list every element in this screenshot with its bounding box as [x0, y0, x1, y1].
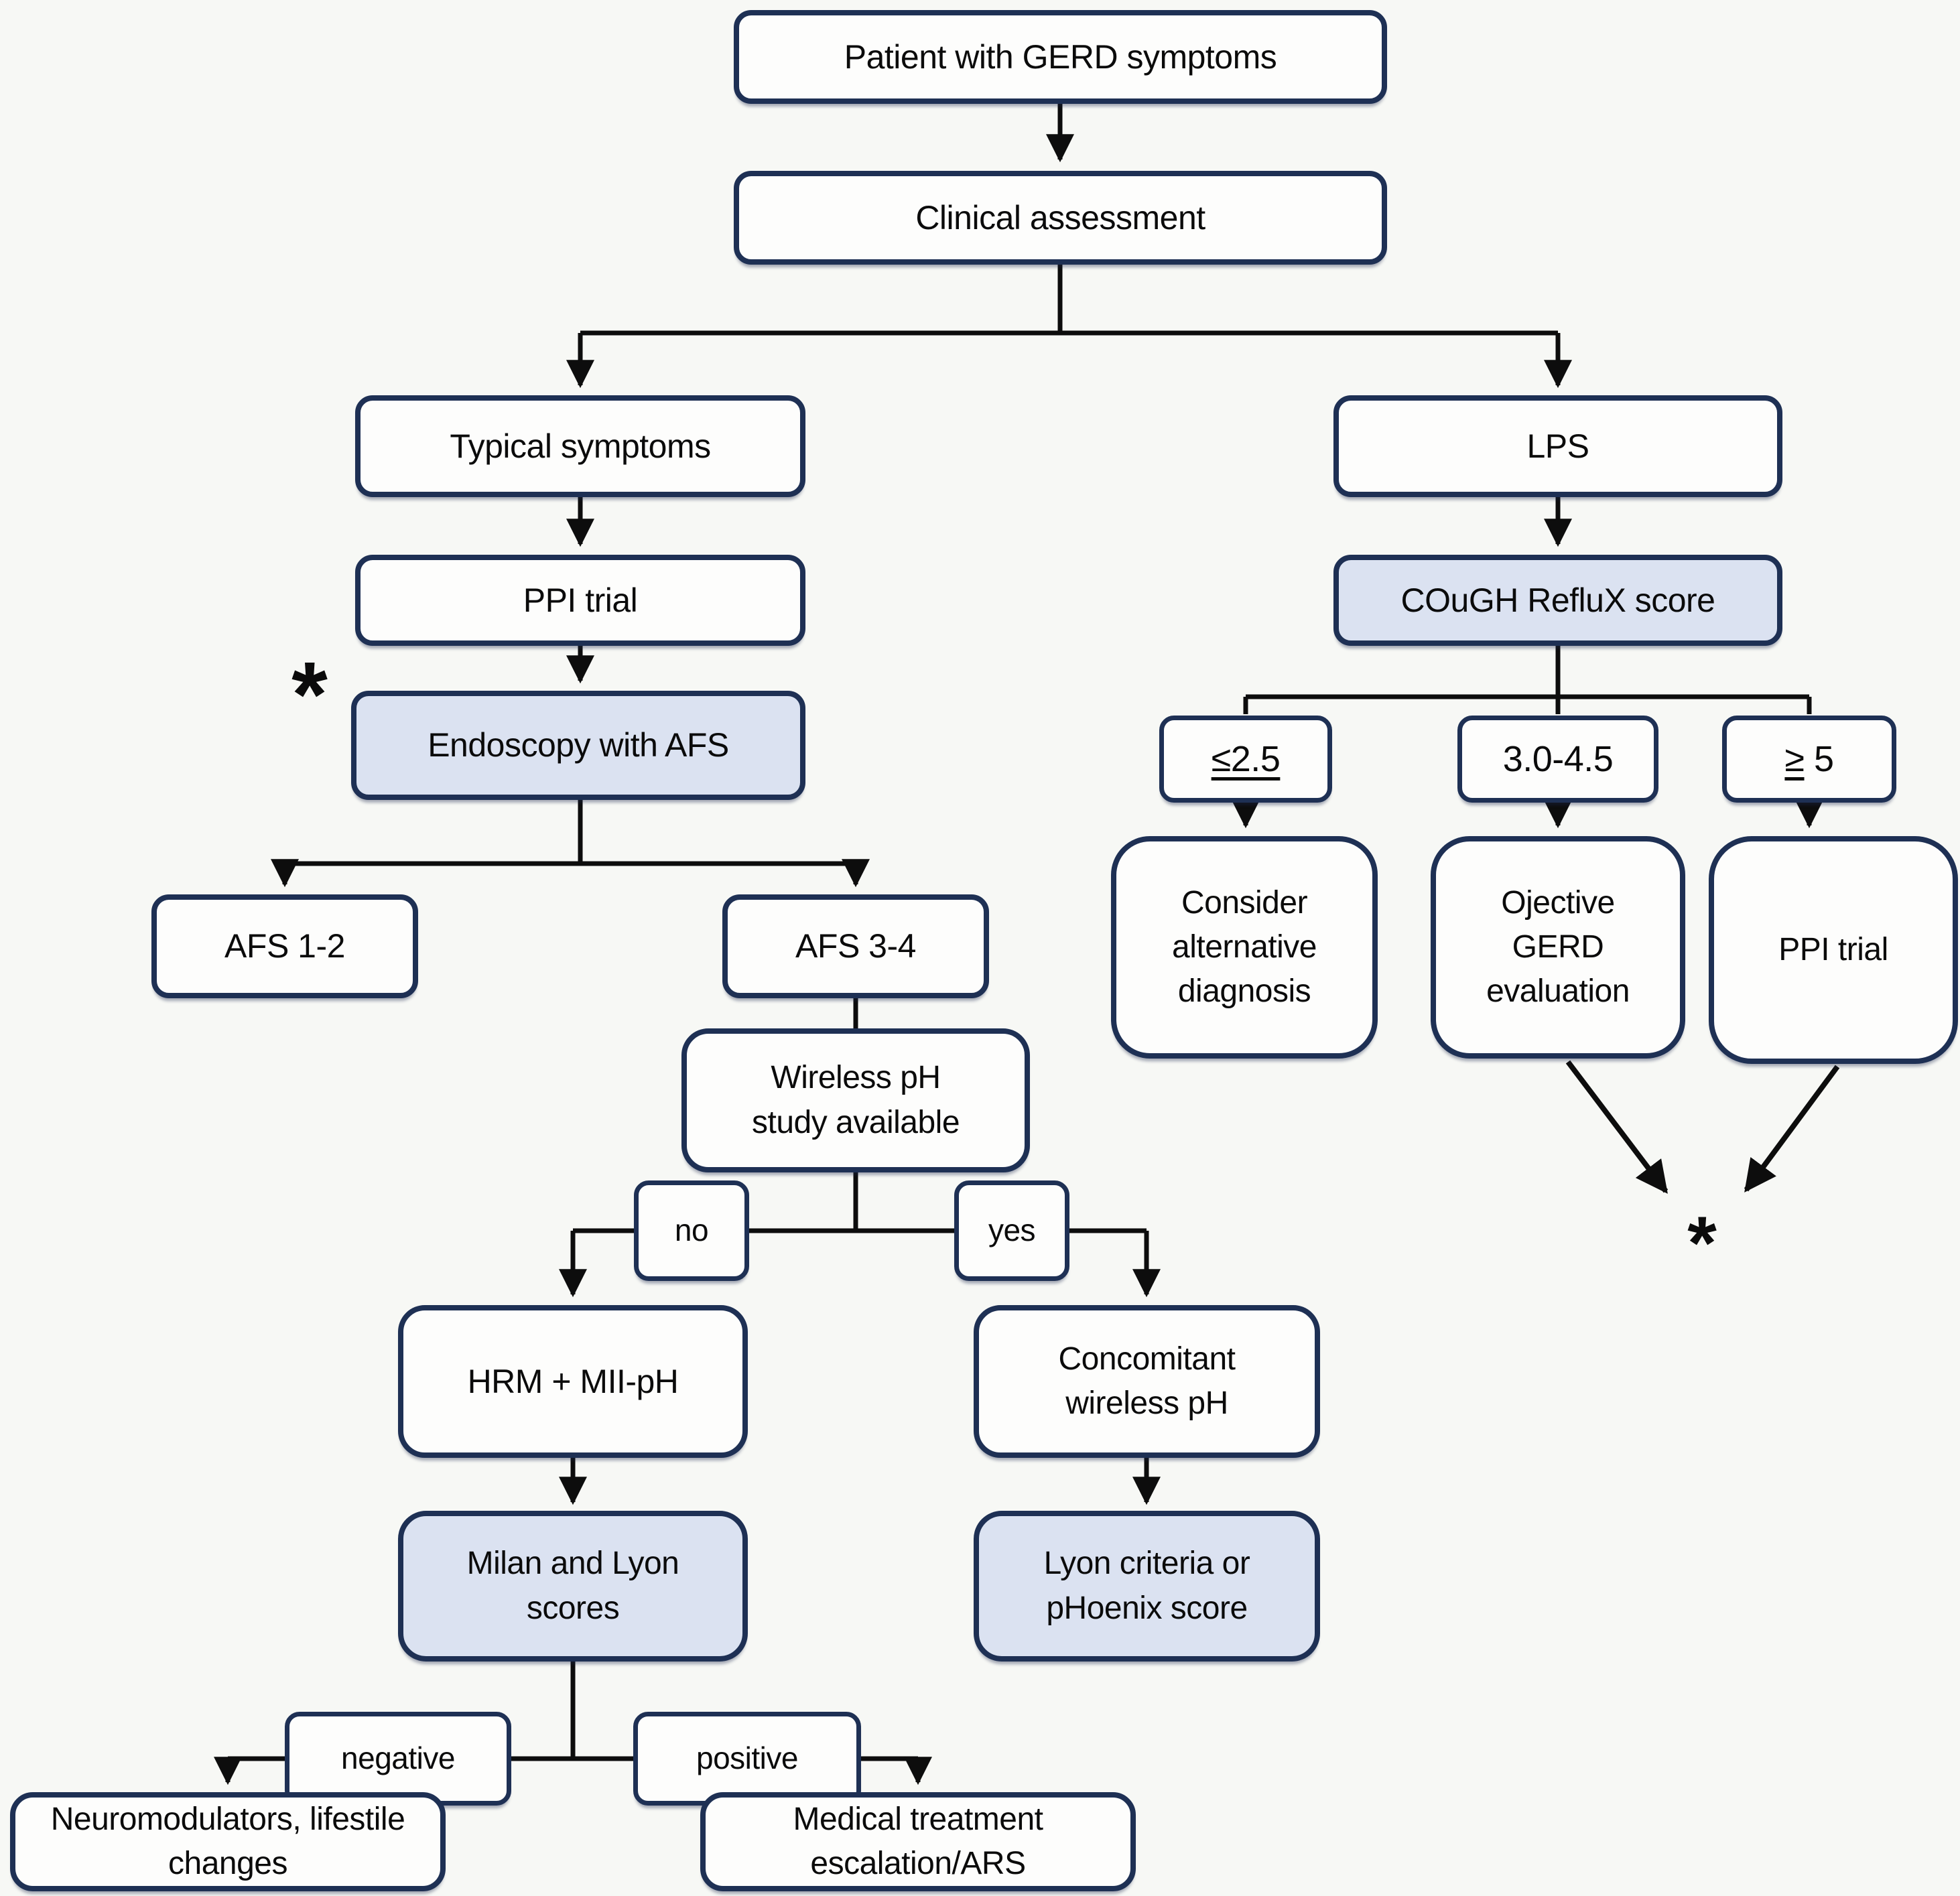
node-ppi-trial-left: PPI trial — [355, 555, 805, 646]
node-consider-alternative-diagnosis: Consider alternative diagnosis — [1111, 836, 1378, 1059]
node-patient-gerd-symptoms: Patient with GERD symptoms — [734, 10, 1387, 104]
node-hrm-mii-ph: HRM + MII-pH — [398, 1305, 748, 1458]
node-concomitant-wireless-ph: Concomitant wireless pH — [974, 1305, 1320, 1458]
node-lyon-criteria-or-phoenix-score: Lyon criteria or pHoenix score — [974, 1511, 1320, 1662]
node-score-le-2-5: ≤2.5 — [1159, 716, 1332, 803]
node-objective-gerd-evaluation: Ojective GERD evaluation — [1431, 836, 1685, 1059]
node-clinical-assessment: Clinical assessment — [734, 171, 1387, 265]
asterisk-marker-endoscopy: * — [291, 643, 328, 746]
asterisk-marker-converge: * — [1687, 1201, 1717, 1285]
node-afs-1-2: AFS 1-2 — [151, 894, 418, 998]
score-ge-symbol: ≥ — [1784, 738, 1805, 779]
node-neuromodulators-lifestyle-changes: Neuromodulators, lifestile changes — [10, 1792, 446, 1891]
node-wireless-ph-study-available: Wireless pH study available — [681, 1028, 1030, 1172]
branch-label-positive: positive — [633, 1712, 861, 1806]
score-ge-value: 5 — [1804, 738, 1834, 779]
node-afs-3-4: AFS 3-4 — [722, 894, 989, 998]
node-milan-and-lyon-scores: Milan and Lyon scores — [398, 1511, 748, 1662]
branch-label-negative: negative — [285, 1712, 511, 1806]
node-ppi-trial-right: PPI trial — [1709, 836, 1958, 1064]
branch-label-yes: yes — [954, 1180, 1069, 1281]
node-medical-treatment-escalation-ars: Medical treatment escalation/ARS — [700, 1792, 1136, 1891]
node-endoscopy-with-afs: Endoscopy with AFS — [351, 691, 805, 800]
node-cough-reflux-score: COuGH RefluX score — [1333, 555, 1782, 646]
node-score-3-0-4-5: 3.0-4.5 — [1457, 716, 1658, 803]
node-score-ge-5: ≥ 5 — [1722, 716, 1896, 803]
node-lps: LPS — [1333, 395, 1782, 497]
branch-label-no: no — [634, 1180, 749, 1281]
node-typical-symptoms: Typical symptoms — [355, 395, 805, 497]
